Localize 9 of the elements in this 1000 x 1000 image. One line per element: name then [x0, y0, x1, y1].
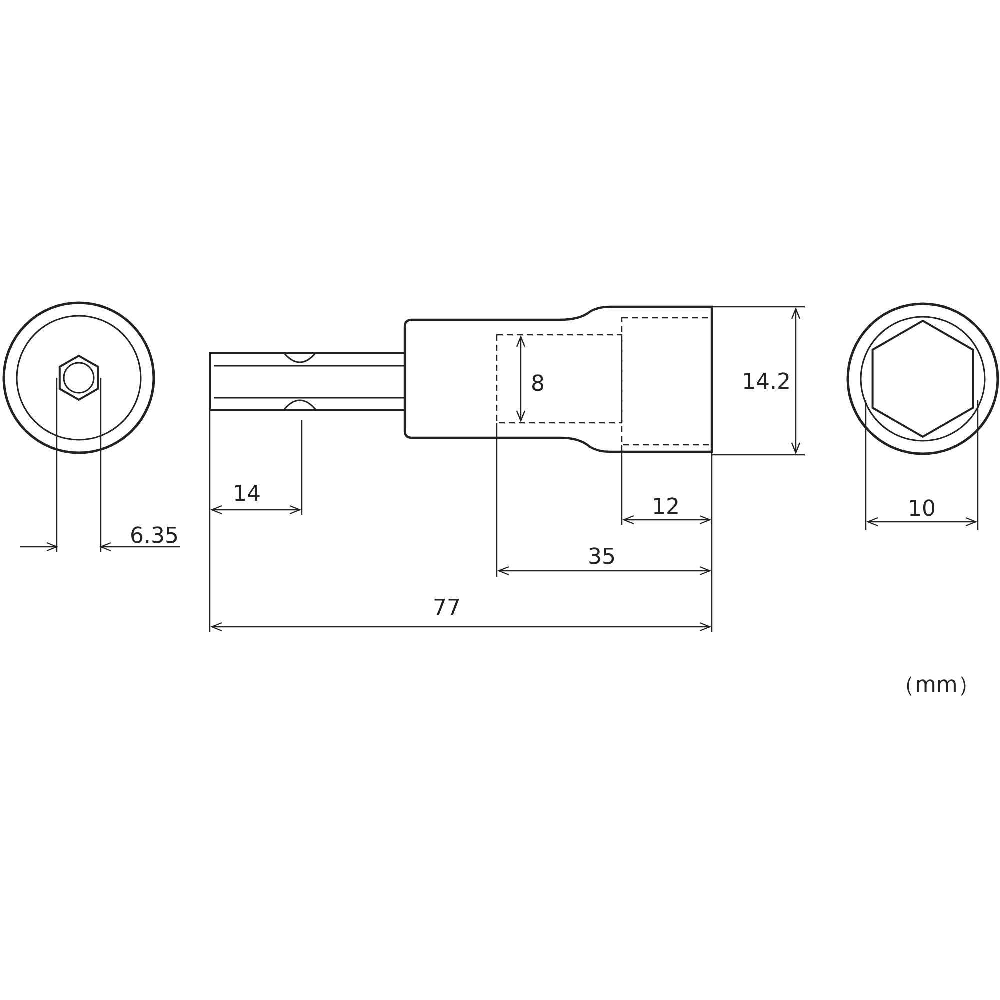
dimension-label: 8: [531, 372, 545, 398]
dimension-label: 10: [908, 497, 936, 523]
dimension-label: 6.35: [130, 524, 179, 550]
dimension-label: 77: [433, 596, 461, 622]
dimension-label: 35: [588, 545, 616, 571]
dimension-label: 14: [233, 482, 261, 508]
unit-label: （mm）: [893, 673, 980, 699]
dimension-label: 12: [652, 495, 680, 521]
dimension-label: 14.2: [742, 370, 791, 396]
